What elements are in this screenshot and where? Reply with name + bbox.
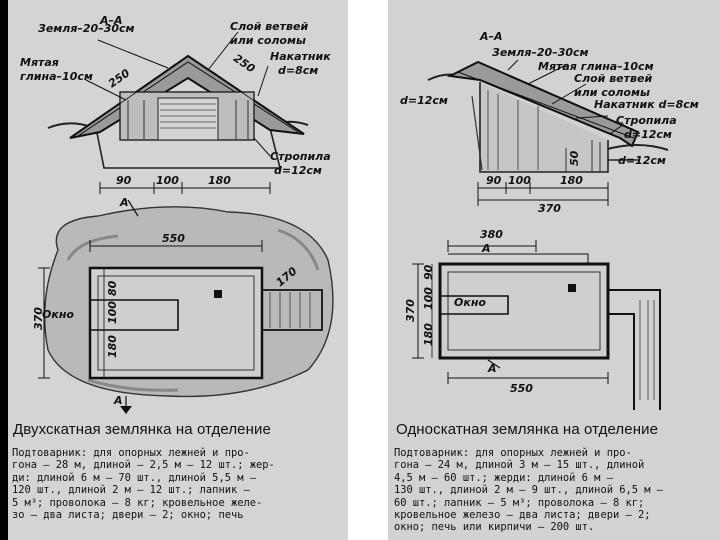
- entrance-passage: [262, 289, 323, 331]
- dim-right-plan-len: 550: [510, 382, 533, 395]
- dim-right-h2: 100: [422, 287, 435, 310]
- label-clay-1: Мятая: [20, 56, 59, 69]
- cut-mark-right-top: А: [481, 242, 491, 255]
- caption-single-slope: Односкатная землянка на отделение: [396, 421, 659, 438]
- dim-w1: 90: [116, 174, 132, 187]
- dim-right-h-small: 50: [568, 150, 581, 166]
- label-window: Окно: [42, 308, 74, 321]
- label-rafter-right-1: Стропила: [616, 114, 677, 127]
- section-title-right: А–А: [479, 30, 503, 43]
- label-d-left: d=12см: [400, 94, 448, 107]
- dim-right-plan-h: 370: [404, 299, 417, 322]
- dim-right-h1: 90: [422, 264, 435, 280]
- label-rafter-1: Стропила: [270, 150, 331, 163]
- dim-h1: 80: [106, 280, 119, 296]
- roof-section: [69, 54, 305, 139]
- dim-w3: 180: [208, 174, 231, 187]
- dim-right-w1: 90: [486, 174, 502, 187]
- dim-h3: 180: [106, 335, 119, 358]
- label-earth: Земля–20–30см: [38, 22, 135, 35]
- cut-mark-right-bottom: А: [487, 362, 497, 375]
- panel-double-slope: А–А Земля–20–30см Мятая глина–10см Слой …: [8, 0, 348, 540]
- label-roll-1: Накатник: [270, 50, 331, 63]
- section-title: А–А: [99, 14, 123, 27]
- dim-slope-a: 250: [106, 66, 133, 90]
- label-branches-2: или соломы: [230, 34, 306, 47]
- dim-right-top-len: 380: [480, 228, 503, 241]
- label-clay-right: Мятая глина–10см: [538, 60, 654, 73]
- dim-plan-height: 370: [32, 307, 45, 330]
- dim-right-w2: 100: [508, 174, 531, 187]
- label-branches-right-1: Слой ветвей: [574, 72, 652, 85]
- caption-double-slope: Двухскатная землянка на отделение: [13, 421, 271, 438]
- dim-right-h3: 180: [422, 323, 435, 346]
- plan-outline: [88, 266, 264, 380]
- label-rafter-right-2: d=12см: [624, 128, 672, 141]
- dim-h2: 100: [106, 301, 119, 324]
- label-earth-right: Земля–20–30см: [492, 46, 589, 59]
- label-roll-2: d=8см: [278, 64, 318, 77]
- label-branches-right-2: или соломы: [574, 86, 650, 99]
- materials-double-slope: Подтоварник: для опорных лежней и про- г…: [12, 447, 275, 522]
- dim-right-total: 370: [538, 202, 561, 215]
- label-window-right: Окно: [454, 296, 486, 309]
- double-slope-drawing: А–А Земля–20–30см Мятая глина–10см Слой …: [20, 14, 334, 414]
- panel-divider: [348, 0, 388, 540]
- cut-mark-top: А: [119, 196, 129, 209]
- label-roll-right: Накатник d=8см: [594, 98, 699, 111]
- cut-mark-bottom: А: [113, 394, 123, 407]
- dim-plan-length: 550: [162, 232, 185, 245]
- label-branches-1: Слой ветвей: [230, 20, 308, 33]
- dim-w2: 100: [156, 174, 179, 187]
- dim-slope-b: 250: [231, 52, 258, 76]
- single-slope-drawing: А–А Земля–20–30см Мятая глина–10см Слой …: [400, 30, 699, 410]
- entrance-passage-right: [608, 289, 661, 410]
- label-clay-2: глина–10см: [20, 70, 93, 83]
- label-d-right: d=12см: [618, 154, 666, 167]
- panel-single-slope: А–А Земля–20–30см Мятая глина–10см Слой …: [388, 0, 720, 540]
- materials-single-slope: Подтоварник: для опорных лежней и про- г…: [394, 447, 663, 534]
- plan-outline-right: [438, 262, 610, 360]
- dim-right-w3: 180: [560, 174, 583, 187]
- label-rafter-2: d=12см: [274, 164, 322, 177]
